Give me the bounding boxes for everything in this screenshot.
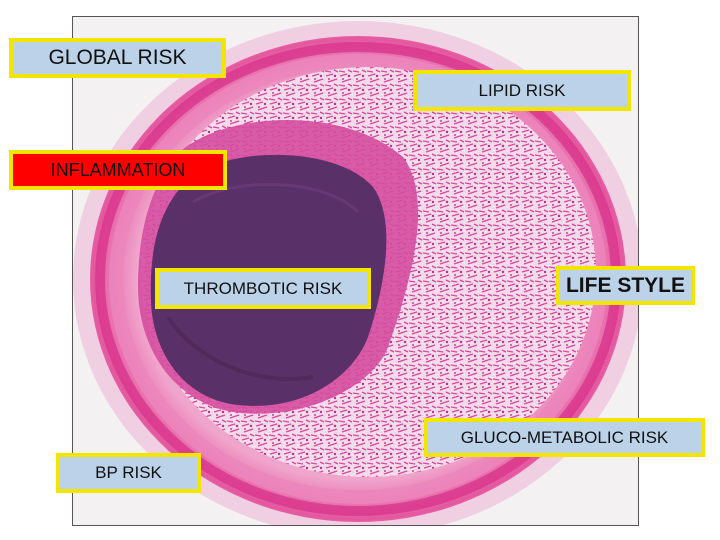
global-risk-label: GLOBAL RISK [9,38,226,78]
life-style-label: LIFE STYLE [556,266,695,305]
bp-risk-label: BP RISK [56,453,201,493]
lipid-risk-label: LIPID RISK [413,70,631,111]
inflammation-label: INFLAMMATION [9,150,227,190]
gluco-metabolic-risk-label: GLUCO-METABOLIC RISK [424,418,705,457]
thrombotic-risk-label: THROMBOTIC RISK [155,268,371,309]
